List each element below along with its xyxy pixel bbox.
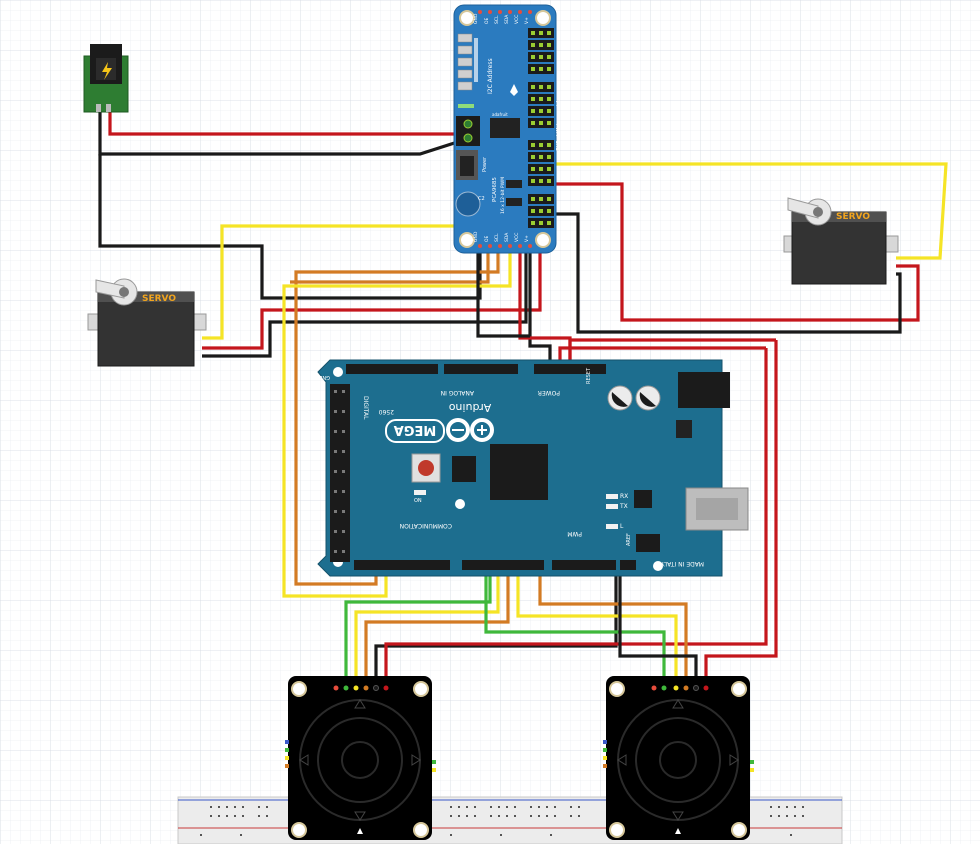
arduino-rx-label: RX bbox=[620, 493, 628, 500]
wire-servo-left-power bbox=[202, 186, 542, 350]
arduino-tx-label: TX bbox=[619, 503, 628, 510]
wire-joy2-a bbox=[484, 566, 666, 690]
wire-joy1-b bbox=[354, 566, 500, 690]
wire-jack-minus bbox=[98, 110, 471, 156]
adafruit-flower-icon bbox=[510, 84, 518, 96]
dc-power-jack bbox=[83, 44, 129, 113]
arduino-analog-label: ANALOG IN bbox=[441, 389, 474, 396]
wire-joy2-vcc bbox=[704, 340, 778, 690]
arduino-model-suffix: 2560 bbox=[379, 408, 394, 415]
arduino-reset-label: RESET bbox=[586, 367, 592, 384]
arduino-communication-label: COMMUNICATION bbox=[400, 522, 452, 529]
wire-vcc-bus bbox=[568, 338, 776, 366]
wire-servo-left-ground bbox=[202, 220, 528, 358]
servo-left: SERVO bbox=[87, 278, 207, 367]
arduino-aref-label: AREF bbox=[626, 533, 632, 546]
arduino-power-label: POWER bbox=[538, 389, 560, 396]
arduino-l-label: L bbox=[620, 523, 624, 530]
joystick-right-star-icon bbox=[675, 828, 681, 834]
pwm-bottom-pin-sda: SDA bbox=[504, 232, 510, 242]
pwm-side-label-vplus: V+ bbox=[554, 100, 560, 108]
wire-joy1-a bbox=[344, 566, 492, 690]
joystick-left-star-icon bbox=[357, 828, 363, 834]
wire-sda bbox=[282, 246, 512, 598]
arduino-digital-label: DIGITAL bbox=[362, 396, 369, 420]
pwm-power-label: Power bbox=[482, 156, 488, 172]
wire-joy1-c bbox=[364, 566, 510, 690]
arduino-brand: Arduino bbox=[448, 401, 491, 414]
wire-pwm-gnd-arduino bbox=[528, 230, 552, 366]
pwm-i2c-label: I2C Address bbox=[487, 58, 494, 94]
pwm-bottom-pin-gnd: GND bbox=[473, 231, 479, 242]
arduino-gnd-label: GND bbox=[318, 374, 330, 380]
pwm-top-pin-vplus: V+ bbox=[524, 17, 530, 24]
wire-joy1-vcc bbox=[384, 348, 768, 690]
pwm-top-pin-scl: SCL bbox=[494, 15, 500, 24]
pwm-top-pin-gnd: GND bbox=[473, 13, 479, 24]
pwm-top-pin-oe: OE bbox=[484, 17, 490, 24]
servo-right: SERVO bbox=[783, 197, 899, 285]
wire-joy1-gnd bbox=[374, 566, 618, 690]
arduino-made-in-label: MADE IN ITALY bbox=[661, 560, 704, 567]
wire-gnd-chain bbox=[98, 154, 482, 300]
joystick-right bbox=[603, 676, 754, 840]
pwm-cap-label: C2 bbox=[478, 196, 485, 202]
pwm-bottom-pin-vplus: V+ bbox=[524, 235, 530, 242]
pwm-board-subtitle: 16 x 12-bit PWM bbox=[500, 177, 506, 214]
joystick-left bbox=[285, 676, 436, 840]
pwm-bottom-pin-scl: SCL bbox=[494, 233, 500, 242]
arduino-mega-board: MEGA Arduino 2560 ANALOG IN POWER DIGITA… bbox=[317, 359, 749, 577]
arduino-pwm-label: PWM bbox=[567, 530, 582, 537]
wire-joy2-gnd bbox=[618, 566, 698, 690]
arduino-logo bbox=[446, 418, 494, 442]
wire-scl bbox=[294, 246, 500, 586]
pwm-bottom-pin-vcc: VCC bbox=[514, 233, 520, 242]
pwm-top-pin-vcc: VCC bbox=[514, 15, 520, 24]
servo-right-label: SERVO bbox=[836, 212, 870, 222]
arduino-model: MEGA bbox=[394, 422, 437, 437]
pwm-chip-brand: adafruit bbox=[492, 112, 508, 117]
wire-gnd-extra bbox=[476, 250, 530, 338]
pwm-top-pin-sda: SDA bbox=[504, 14, 510, 24]
pwm-board-title: PCA9685 bbox=[492, 177, 498, 202]
power-bolt-icon bbox=[102, 62, 112, 80]
pwm-driver-board: GND OE SCL SDA VCC V+ GND OE SCL SDA VCC… bbox=[453, 4, 560, 254]
wire-joy2-c bbox=[538, 566, 688, 690]
arduino-on-label: ON bbox=[414, 498, 422, 504]
servo-left-label: SERVO bbox=[142, 294, 176, 304]
wire-orange-stub bbox=[290, 246, 490, 284]
wire-servo-right-ground bbox=[548, 212, 902, 334]
pwm-side-label-pwm: PWM bbox=[554, 124, 560, 136]
wire-joy2-b bbox=[516, 566, 678, 690]
pwm-bottom-pin-oe: OE bbox=[484, 235, 490, 242]
pwm-side-label-gnd: GND bbox=[554, 140, 560, 152]
